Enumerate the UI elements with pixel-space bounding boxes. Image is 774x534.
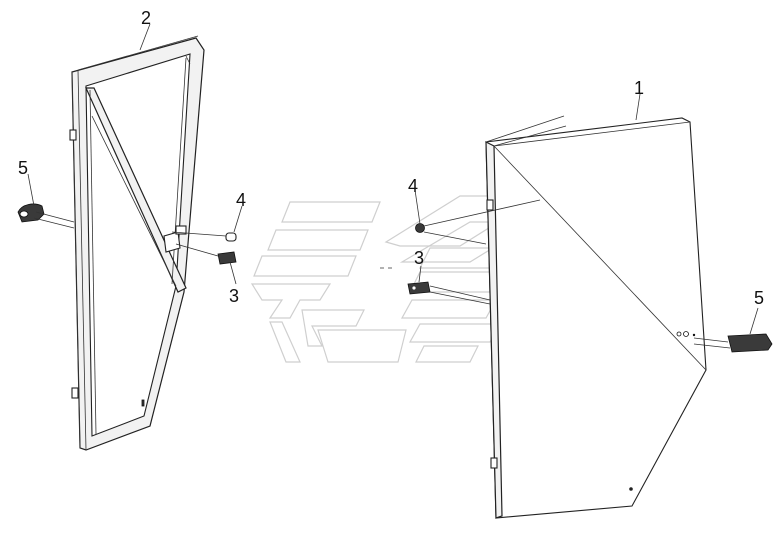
callout-left-door: 2 — [141, 8, 151, 28]
left-pin — [171, 231, 237, 242]
callout-left-handle: 5 — [18, 158, 28, 178]
leader-lines — [27, 23, 759, 335]
right-latch — [407, 281, 491, 305]
right-handle — [693, 333, 773, 353]
left-latch — [175, 243, 237, 265]
callout-left-pin: 4 — [236, 190, 246, 210]
callout-right-door: 1 — [634, 78, 644, 98]
left-handle — [17, 203, 75, 229]
callout-right-pin: 4 — [408, 176, 418, 196]
callout-left-latch: 3 — [229, 286, 239, 306]
callout-right-latch: 3 — [414, 248, 424, 268]
callout-right-handle: 5 — [754, 288, 764, 308]
right-door-panel — [485, 115, 707, 519]
right-pin — [415, 199, 541, 245]
left-door-frame — [69, 35, 205, 451]
